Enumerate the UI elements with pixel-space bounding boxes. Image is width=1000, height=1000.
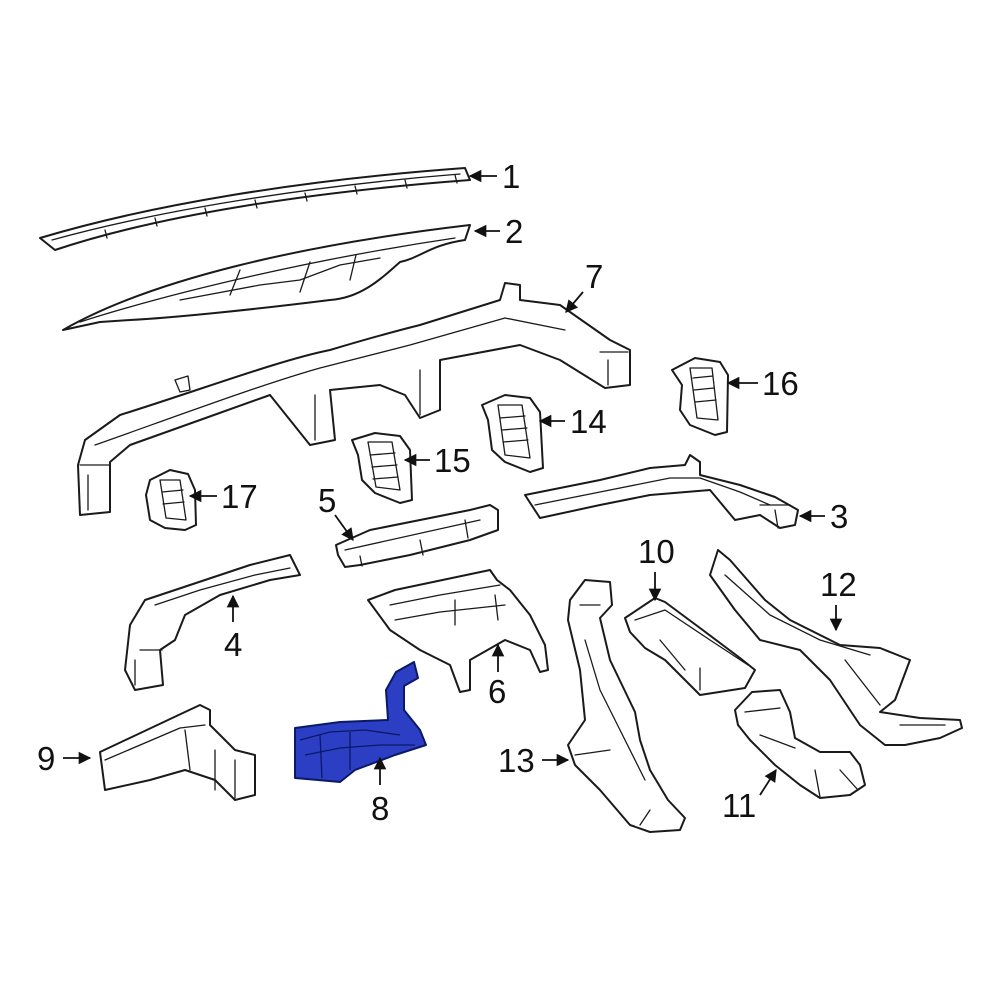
- part-14-vent[interactable]: [481, 394, 544, 473]
- callout-16: 16: [762, 365, 799, 402]
- part-8-highlighted-duct[interactable]: [294, 661, 427, 783]
- callout-17: 17: [221, 478, 258, 515]
- part-7-main-duct[interactable]: [77, 282, 631, 516]
- part-9-lower-left-duct[interactable]: [99, 704, 256, 801]
- callout-11: 11: [722, 787, 756, 824]
- part-13-duct[interactable]: [567, 579, 686, 833]
- part-2-defroster-duct[interactable]: [62, 224, 471, 331]
- callout-5: 5: [318, 482, 336, 519]
- callout-8: 8: [371, 790, 389, 827]
- callout-14: 14: [570, 403, 607, 440]
- part-17-vent[interactable]: [145, 469, 197, 531]
- callout-3: 3: [830, 498, 848, 535]
- part-4-left-duct[interactable]: [124, 554, 301, 691]
- part-11-duct[interactable]: [734, 689, 866, 799]
- callout-2: 2: [505, 213, 523, 250]
- part-6-console-bracket[interactable]: [367, 569, 549, 693]
- part-3-right-duct[interactable]: [524, 454, 799, 529]
- part-15-vent[interactable]: [351, 432, 413, 504]
- callout-12: 12: [820, 566, 857, 603]
- callout-15: 15: [434, 442, 471, 479]
- callout-4: 4: [224, 626, 242, 663]
- part-12-duct[interactable]: [709, 549, 963, 746]
- callout-7: 7: [585, 258, 603, 295]
- part-16-vent[interactable]: [671, 357, 729, 436]
- callout-9: 9: [37, 740, 55, 777]
- callout-numbers: 1 2 3 4 5 6 7 8 9 10 11 12 13 14 15 16 1…: [37, 158, 857, 827]
- callout-leaders: [63, 169, 843, 796]
- part-10-duct[interactable]: [624, 597, 756, 696]
- callout-1: 1: [502, 158, 520, 195]
- part-5-center-bar[interactable]: [335, 504, 499, 568]
- callout-10: 10: [638, 533, 675, 570]
- callout-13: 13: [498, 742, 535, 779]
- callout-6: 6: [488, 673, 506, 710]
